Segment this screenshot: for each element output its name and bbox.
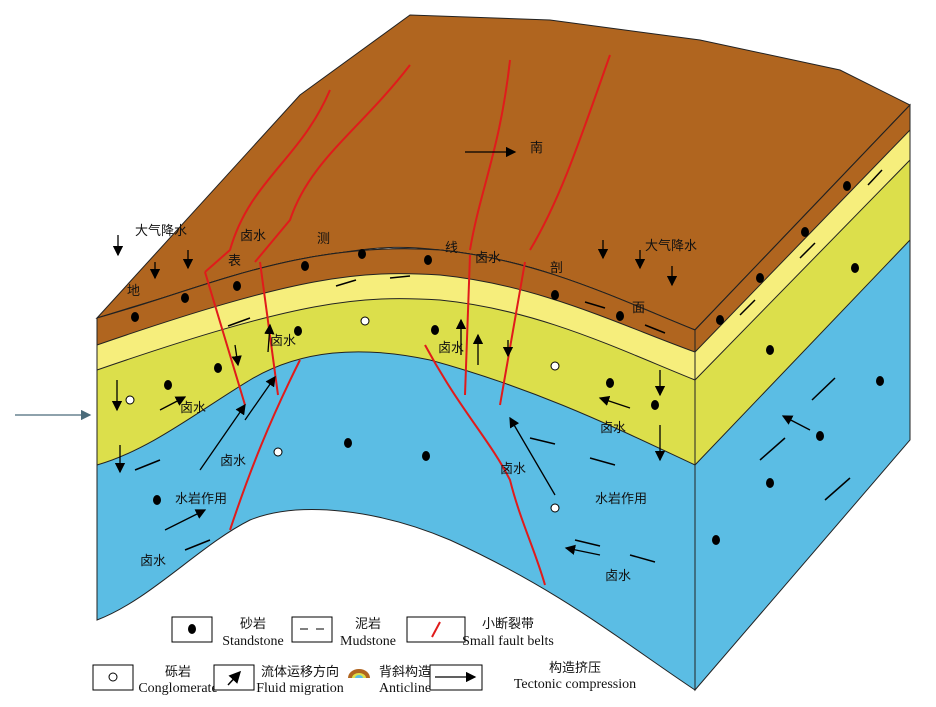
svg-text:卤水: 卤水: [180, 400, 206, 416]
water-rock-label: 水岩作用: [595, 492, 647, 507]
svg-text:卤水: 卤水: [240, 228, 266, 244]
precip-label-right: 大气降水: [645, 238, 697, 254]
svg-text:卤水: 卤水: [270, 333, 296, 349]
svg-text:小断裂带: 小断裂带: [482, 617, 534, 632]
profile-char: 剖: [550, 261, 563, 276]
south-label: 南: [530, 140, 543, 156]
mudstone-dashes: [134, 169, 883, 563]
svg-text:卤水: 卤水: [475, 250, 501, 266]
svg-text:卤水: 卤水: [140, 553, 166, 569]
profile-char: 面: [632, 301, 645, 316]
svg-text:流体运移方向: 流体运移方向: [261, 664, 339, 680]
conglomerate-circles: [125, 316, 560, 513]
profile-char: 测: [317, 232, 330, 247]
svg-text:Tectonic compression: Tectonic compression: [514, 677, 636, 692]
svg-text:卤水: 卤水: [500, 461, 526, 477]
precip-label-left: 大气降水: [135, 223, 187, 239]
svg-text:卤水: 卤水: [605, 568, 631, 584]
svg-text:砂岩: 砂岩: [240, 617, 266, 632]
brine-labels: 卤水卤水 卤水卤水 卤水卤水 卤水卤水 卤水卤水: [140, 228, 631, 584]
svg-text:砾岩: 砾岩: [165, 665, 191, 680]
svg-text:背斜构造: 背斜构造: [379, 665, 431, 680]
fluid-migration-arrows: [111, 146, 811, 556]
water-rock-label: 水岩作用: [175, 492, 227, 507]
svg-text:卤水: 卤水: [220, 453, 246, 469]
svg-text:Standstone: Standstone: [222, 634, 283, 649]
svg-text:Anticline: Anticline: [379, 681, 431, 696]
legend: 砂岩 Standstone 泥岩 Mudstone 小断裂带 Small fault …: [92, 616, 636, 696]
profile-char: 线: [445, 241, 458, 256]
svg-text:Conglomerate: Conglomerate: [138, 681, 217, 696]
sandstone-dots: [131, 181, 884, 545]
svg-text:卤水: 卤水: [438, 340, 464, 356]
svg-text:Small fault belts: Small fault belts: [462, 634, 554, 649]
svg-text:构造挤压: 构造挤压: [549, 661, 601, 676]
profile-char: 表: [228, 254, 241, 269]
svg-text:Fluid migration: Fluid migration: [256, 681, 344, 696]
svg-text:泥岩: 泥岩: [355, 617, 381, 632]
svg-text:卤水: 卤水: [600, 420, 626, 436]
profile-char: 地: [127, 284, 140, 299]
svg-text:Mudstone: Mudstone: [340, 634, 396, 649]
